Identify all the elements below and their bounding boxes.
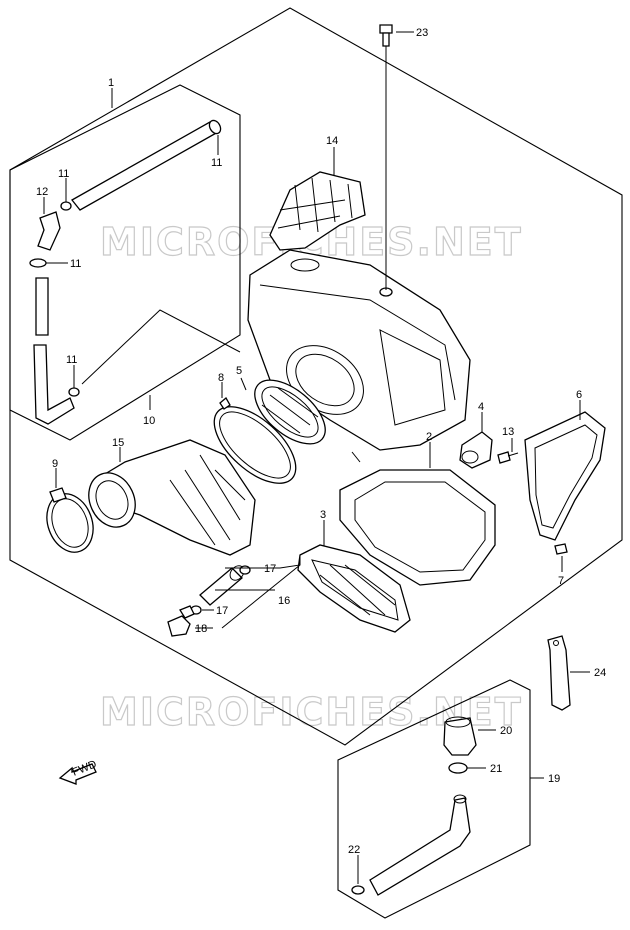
- clamp-part-17-a: [239, 565, 251, 575]
- screw-part-13: [497, 451, 519, 464]
- callout-7: 7: [558, 575, 564, 587]
- callout-13: 13: [502, 426, 514, 438]
- callout-20: 20: [500, 725, 512, 737]
- breather-hose-middle-part: [35, 277, 49, 336]
- callout-21: 21: [490, 763, 502, 775]
- clamp-part-11-b: [29, 258, 47, 268]
- clamp-part-22: [351, 885, 365, 895]
- filter-frame-part-3: [297, 544, 411, 633]
- drain-assembly-frame: [337, 679, 531, 919]
- plug-part-18: [167, 605, 195, 637]
- clamp-part-11-c: [68, 387, 80, 397]
- element-part-5: [254, 379, 326, 445]
- hose-part-16: [199, 565, 245, 606]
- air-box-cover-part-2: [339, 469, 496, 586]
- drain-plug-part-20: [443, 716, 477, 756]
- callout-17-upper: 17: [264, 563, 276, 575]
- callout-6: 6: [576, 389, 582, 401]
- callout-3: 3: [320, 509, 326, 521]
- drain-hose-part: [369, 794, 471, 896]
- breather-fitting-part-12: [37, 211, 61, 251]
- callout-18: 18: [195, 623, 207, 635]
- clamp-part-21: [448, 762, 468, 774]
- screw-part-7: [554, 543, 568, 555]
- callout-14: 14: [326, 135, 338, 147]
- callout-1: 1: [108, 77, 114, 89]
- clamp-part-9: [46, 487, 94, 553]
- callout-15: 15: [112, 437, 124, 449]
- callout-12: 12: [36, 186, 48, 198]
- callout-22: 22: [348, 844, 360, 856]
- callout-16: 16: [278, 595, 290, 607]
- callout-11-middle: 11: [70, 258, 81, 270]
- breather-hose-lower-part: [33, 344, 75, 425]
- bolt-part-23: [379, 24, 393, 47]
- callout-4: 4: [478, 401, 484, 413]
- intake-boot-part-15: [88, 439, 256, 556]
- callout-5: 5: [236, 365, 242, 377]
- intake-duct-part-14: [269, 171, 366, 251]
- callout-11-lower: 11: [66, 354, 77, 366]
- strap-part-24: [547, 635, 571, 711]
- clip-part-4: [459, 431, 493, 469]
- fwd-arrow-icon: FWD: [58, 758, 98, 785]
- callout-8: 8: [218, 372, 224, 384]
- callout-17-lower: 17: [216, 605, 228, 617]
- gasket-part-8: [213, 397, 297, 484]
- clamp-part-11-a: [60, 201, 72, 211]
- callout-19: 19: [548, 773, 560, 785]
- callout-11-upper: 11: [58, 168, 69, 180]
- callout-11-top: 11: [211, 157, 222, 169]
- callout-9: 9: [52, 458, 58, 470]
- breather-assembly-frame: [9, 84, 241, 441]
- callout-24: 24: [594, 667, 606, 679]
- leader-lines: [43, 31, 590, 884]
- callout-labels: 23 1 14 11 11 12 11 11 10 8 5 15 9 2 4 1…: [36, 27, 606, 856]
- side-cover-part-6: [524, 411, 606, 541]
- breather-hose-upper-part: [71, 119, 222, 211]
- callout-2: 2: [426, 431, 432, 443]
- callout-23: 23: [416, 27, 428, 39]
- callout-10: 10: [143, 415, 155, 427]
